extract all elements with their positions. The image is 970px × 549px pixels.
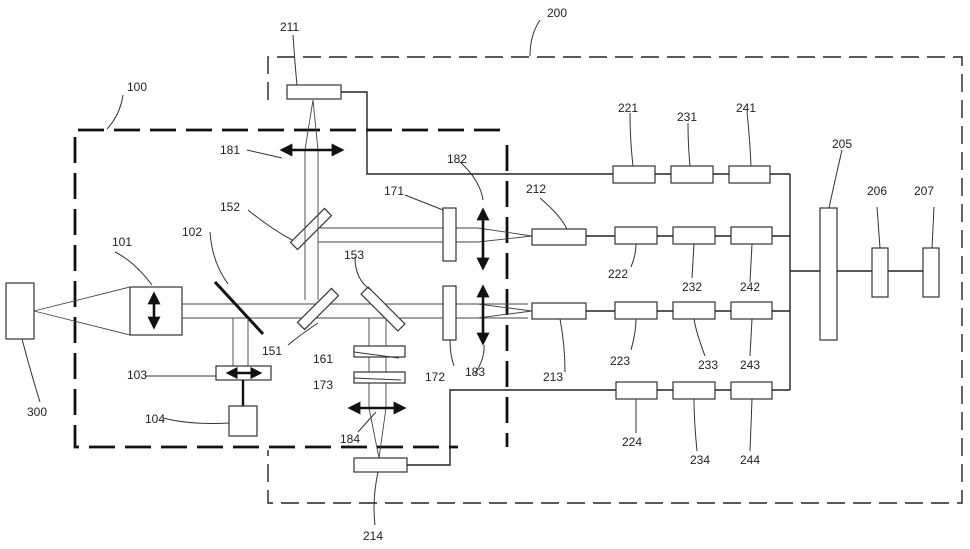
bus-wire [790, 174, 820, 390]
box-241 [729, 166, 770, 183]
label-233: 233 [698, 358, 718, 372]
box-224 [616, 382, 657, 399]
label-173: 173 [313, 378, 333, 392]
unit-206 [872, 248, 888, 297]
label-214: 214 [363, 529, 383, 543]
label-172: 172 [425, 370, 445, 384]
label-221: 221 [618, 101, 638, 115]
label-151: 151 [262, 344, 282, 358]
label-232: 232 [682, 280, 702, 294]
label-200: 200 [547, 6, 567, 20]
label-102: 102 [182, 225, 202, 239]
box-234 [673, 382, 715, 399]
label-241: 241 [736, 101, 756, 115]
filter-171 [443, 208, 456, 261]
label-182: 182 [447, 152, 467, 166]
detector-212 [532, 229, 586, 245]
label-101: 101 [112, 235, 132, 249]
label-184: 184 [340, 432, 360, 446]
box-242 [731, 227, 772, 244]
label-211: 211 [280, 20, 299, 34]
mirror-152 [290, 208, 331, 249]
label-223: 223 [610, 354, 630, 368]
label-224: 224 [622, 435, 642, 449]
label-183: 183 [465, 365, 485, 379]
box-232 [673, 227, 715, 244]
label-207: 207 [914, 184, 934, 198]
unit-207 [923, 248, 939, 297]
cone-to-213 [478, 304, 532, 318]
filter-172 [443, 286, 456, 340]
label-243: 243 [740, 358, 760, 372]
beam-to-camera [233, 318, 248, 366]
wire-211 [341, 92, 613, 174]
box-223 [615, 302, 657, 319]
wire-214 [407, 390, 616, 465]
label-244: 244 [740, 453, 760, 467]
label-153: 153 [344, 248, 364, 262]
label-152: 152 [220, 200, 240, 214]
beam-to-214 [369, 318, 386, 408]
filter-173 [354, 372, 405, 383]
label-242: 242 [740, 280, 760, 294]
label-104: 104 [145, 412, 165, 426]
label-100: 100 [127, 80, 147, 94]
camera-104 [229, 406, 257, 436]
cone-to-212 [478, 228, 532, 242]
label-161: 161 [313, 352, 333, 366]
label-205: 205 [832, 137, 852, 151]
label-222: 222 [608, 267, 628, 281]
unit-205 [820, 208, 837, 340]
label-171: 171 [384, 184, 404, 198]
focus-cone [34, 287, 130, 335]
cone-to-211 [305, 100, 318, 150]
label-234: 234 [690, 453, 710, 467]
label-231: 231 [677, 110, 697, 124]
objective-101 [130, 287, 182, 335]
box-222 [615, 227, 657, 244]
cone-to-214 [369, 408, 386, 458]
mirror-153 [361, 287, 405, 331]
label-300: 300 [27, 405, 47, 419]
label-103: 103 [127, 368, 147, 382]
label-181: 181 [220, 143, 240, 157]
sample-300 [6, 283, 34, 339]
main-beam [182, 304, 528, 318]
label-212: 212 [526, 182, 546, 196]
leader-lines [22, 20, 934, 525]
detector-211 [287, 85, 341, 99]
box-233 [673, 302, 715, 319]
label-206: 206 [867, 184, 887, 198]
detector-213 [532, 303, 586, 319]
box-231 [671, 166, 713, 183]
box-244 [731, 382, 772, 399]
detector-214 [354, 458, 407, 472]
box-221 [613, 166, 655, 183]
box-243 [731, 302, 772, 319]
beamsplitter-102 [215, 282, 263, 334]
label-213: 213 [543, 370, 563, 384]
